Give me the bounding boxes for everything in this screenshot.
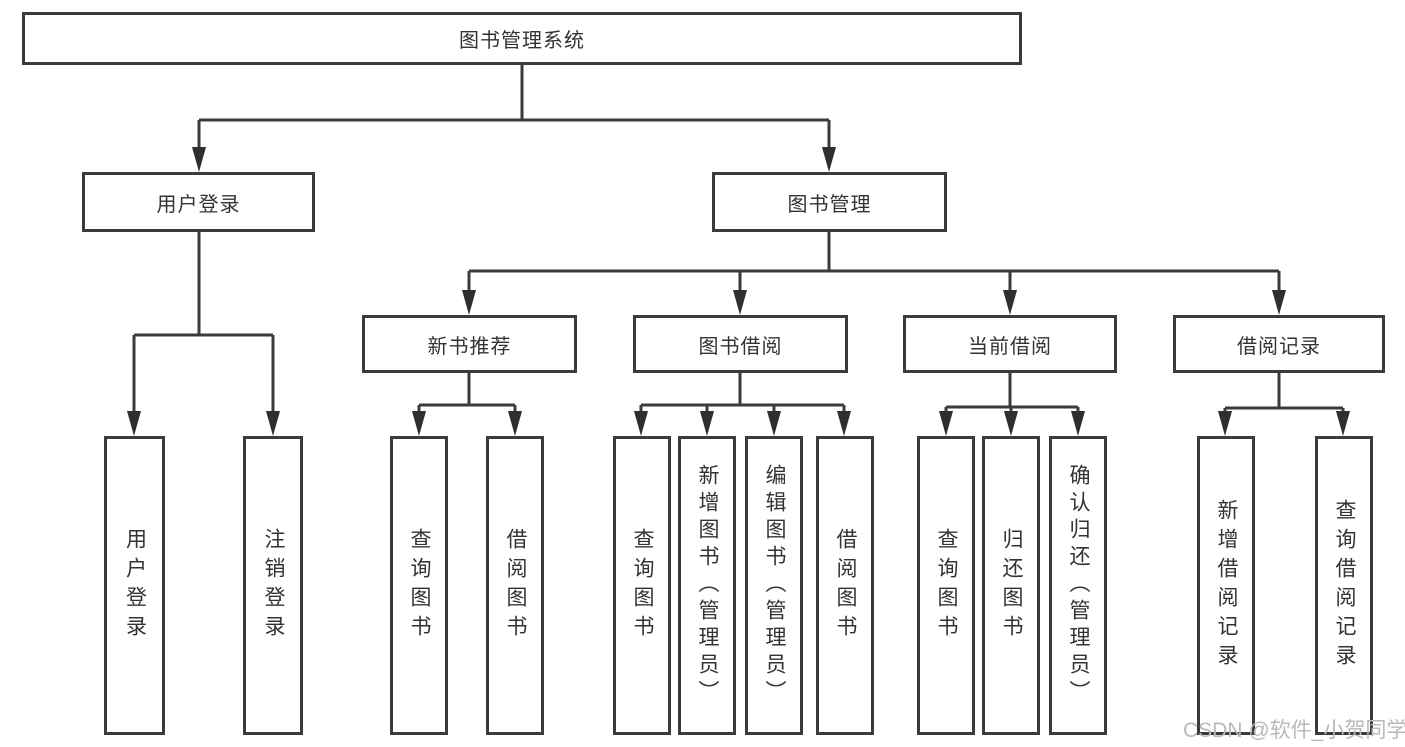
node-new-book-recommend: 新书推荐 bbox=[362, 315, 577, 373]
leaf-logout: 注销登录 bbox=[243, 436, 303, 735]
leaf-add-book-admin: 新增图书（管理员） bbox=[678, 436, 736, 735]
node-book-borrow: 图书借阅 bbox=[633, 315, 848, 373]
leaf-query-borrow-record: 查询借阅记录 bbox=[1315, 436, 1373, 735]
watermark: CSDN @软件_小贺同学 bbox=[1183, 719, 1405, 742]
leaf-edit-book-admin: 编辑图书（管理员） bbox=[745, 436, 803, 735]
leaf-add-borrow-record: 新增借阅记录 bbox=[1197, 436, 1255, 735]
node-book-management: 图书管理 bbox=[712, 172, 947, 232]
node-user-login: 用户登录 bbox=[82, 172, 315, 232]
leaf-borrow-books-recommend: 借阅图书 bbox=[486, 436, 544, 735]
node-borrow-records: 借阅记录 bbox=[1173, 315, 1385, 373]
leaf-query-books-current: 查询图书 bbox=[917, 436, 975, 735]
leaf-query-books-borrow: 查询图书 bbox=[613, 436, 671, 735]
leaf-user-login: 用户登录 bbox=[104, 436, 165, 735]
node-root: 图书管理系统 bbox=[22, 12, 1022, 65]
leaf-borrow-books: 借阅图书 bbox=[816, 436, 874, 735]
leaf-confirm-return-admin: 确认归还（管理员） bbox=[1049, 436, 1107, 735]
node-current-borrow: 当前借阅 bbox=[903, 315, 1117, 373]
leaf-query-books-recommend: 查询图书 bbox=[390, 436, 448, 735]
leaf-return-book: 归还图书 bbox=[982, 436, 1040, 735]
